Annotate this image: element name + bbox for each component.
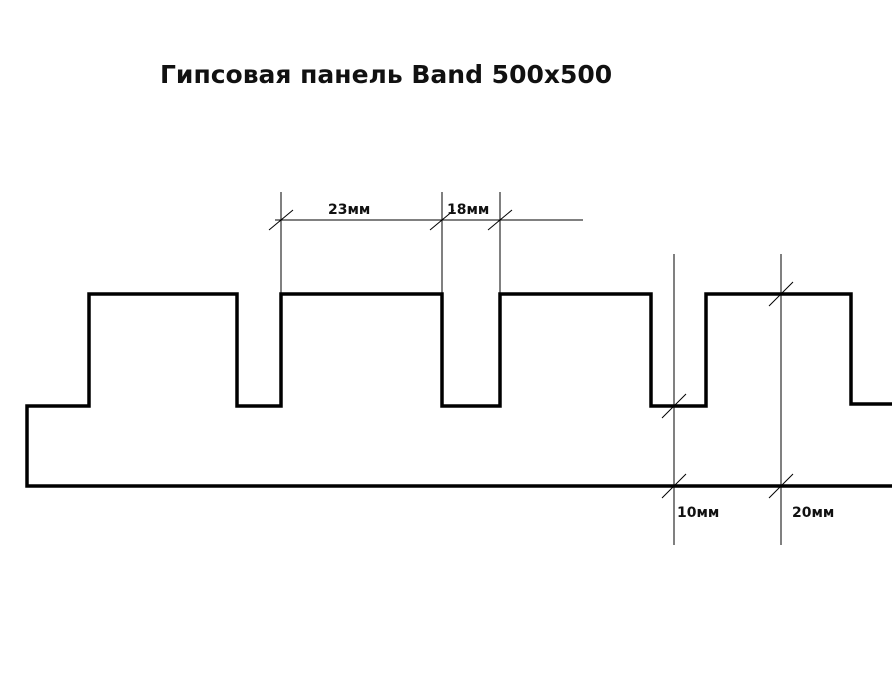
groove-width-label: 18мм <box>447 202 489 218</box>
page-title: Гипсовая панель Band 500x500 <box>160 60 612 89</box>
rib-width-label: 23мм <box>328 202 370 218</box>
panel-profile-outline <box>25 292 892 488</box>
base-thickness-label: 20мм <box>792 505 834 521</box>
tick-mark <box>487 209 513 231</box>
groove-depth-label: 10мм <box>677 505 719 521</box>
tick-mark <box>429 209 455 231</box>
tick-mark <box>768 281 794 307</box>
tick-mark <box>661 473 687 499</box>
tick-mark <box>768 473 794 499</box>
tick-mark <box>268 209 294 231</box>
tick-mark <box>661 393 687 419</box>
